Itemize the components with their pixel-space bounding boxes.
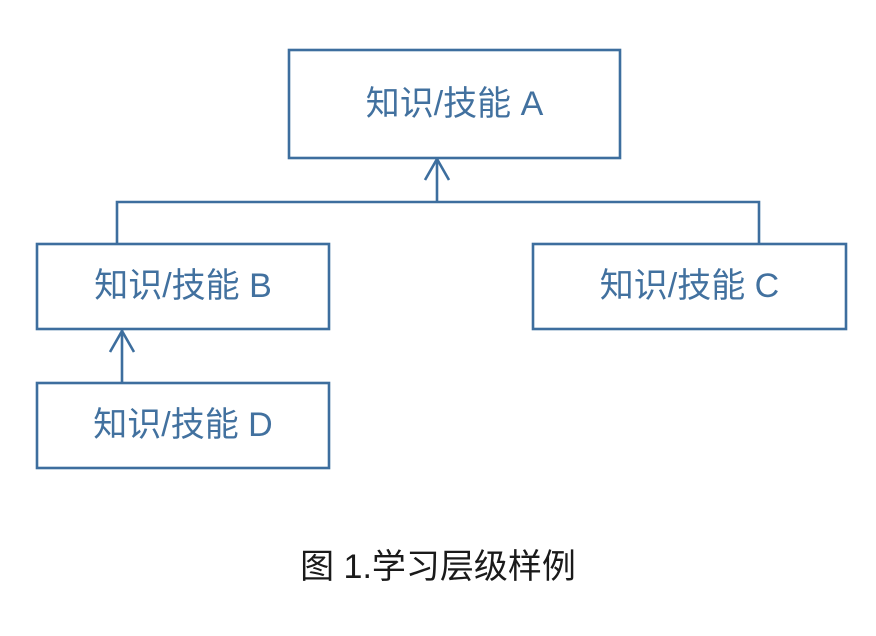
node-b-label: 知识/技能 B [94,267,272,305]
node-a-box[interactable] [287,48,622,160]
node-a[interactable]: 知识/技能 A [287,48,622,160]
node-d-box[interactable] [35,381,331,470]
arrowhead-to-b [108,328,136,353]
node-c-label: 知识/技能 C [600,267,779,305]
figure-caption: 图 1.学习层级样例 [300,548,576,586]
node-b[interactable]: 知识/技能 B [35,242,331,331]
node-c[interactable]: 知识/技能 C [531,242,848,331]
edge-bus-b-c-to-a [115,200,761,244]
node-a-label: 知识/技能 A [366,85,544,123]
node-d[interactable]: 知识/技能 D [35,381,331,470]
node-b-box[interactable] [35,242,331,331]
node-c-box[interactable] [531,242,848,331]
node-d-label: 知识/技能 D [93,406,272,444]
